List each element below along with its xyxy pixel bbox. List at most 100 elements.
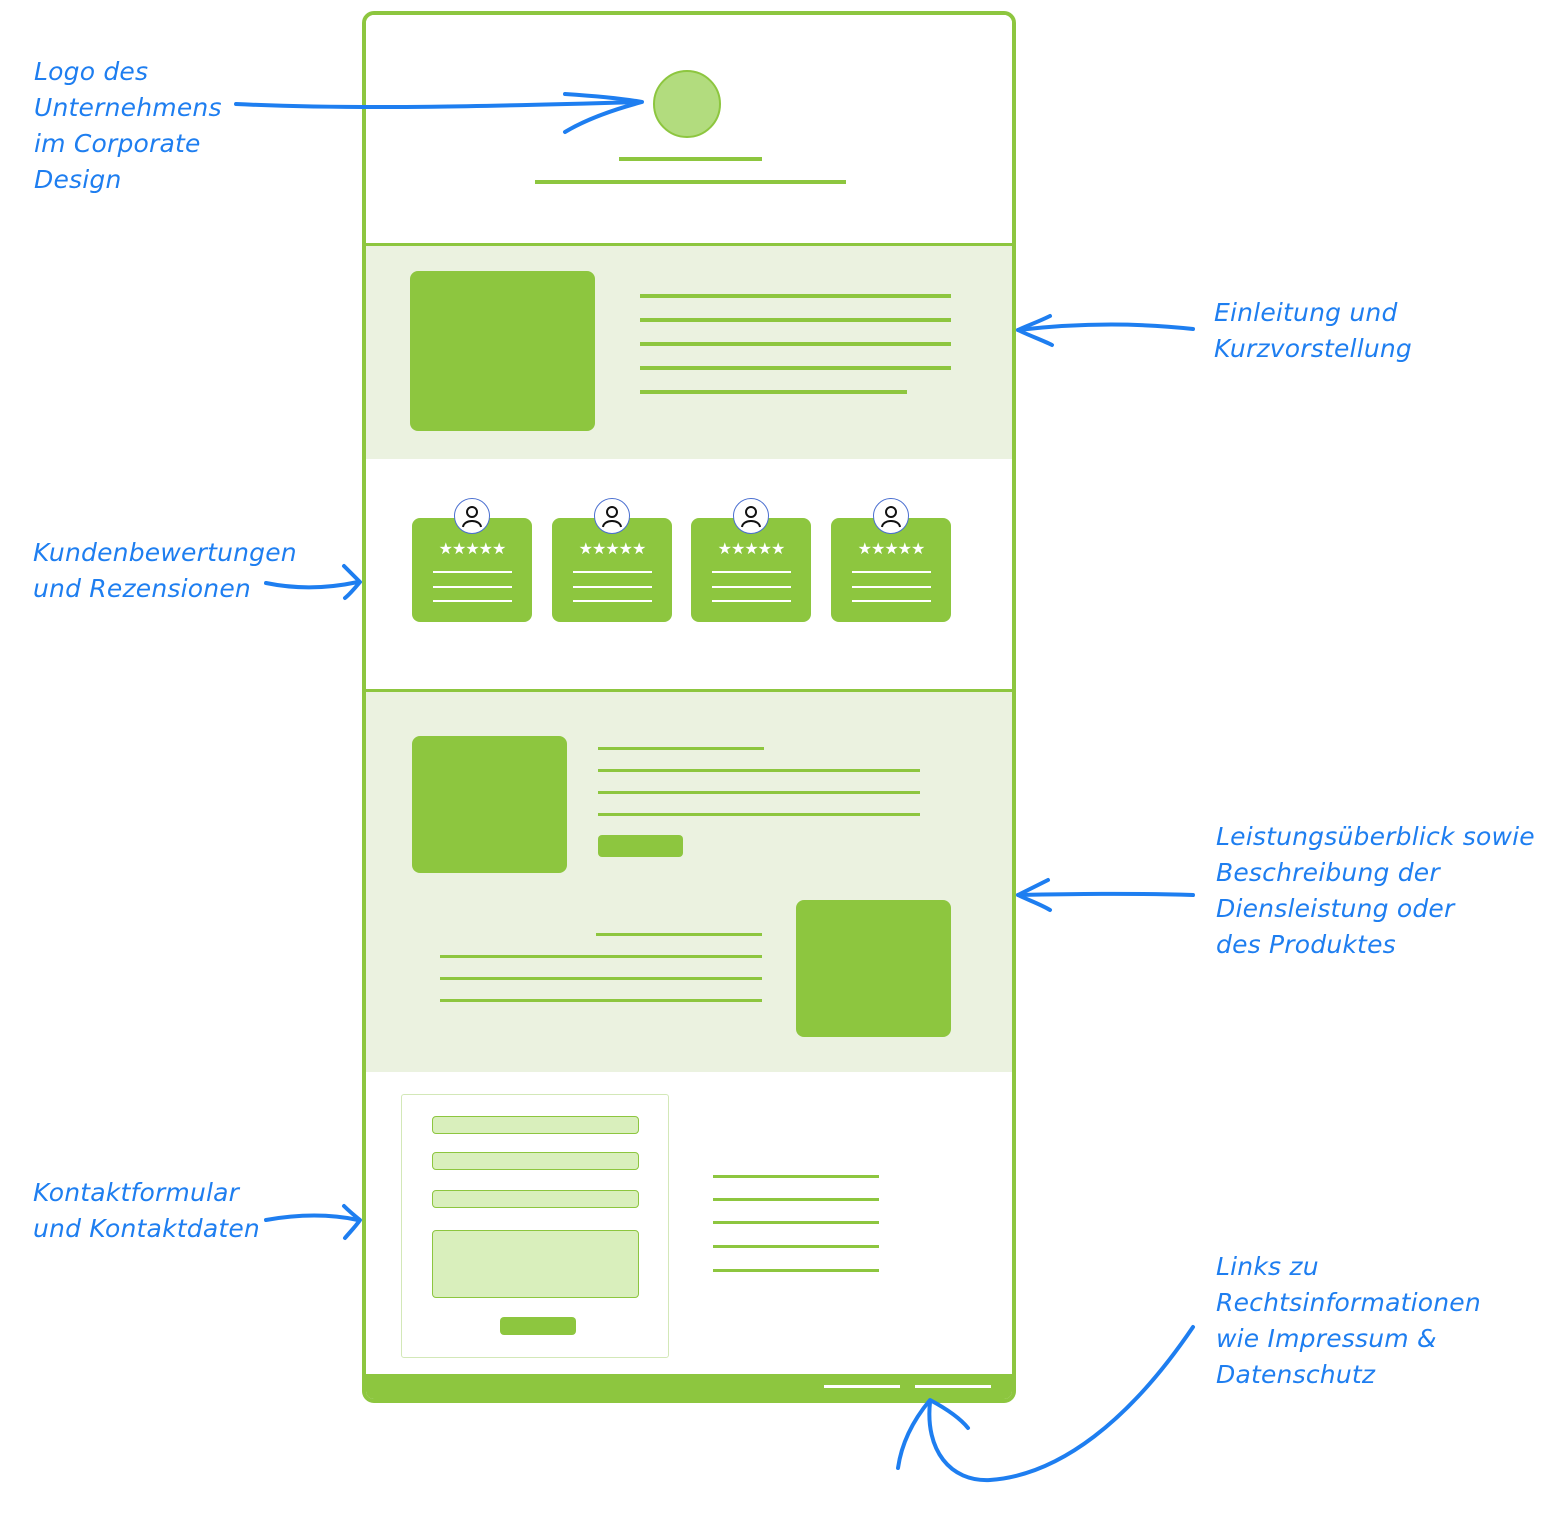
annotation-line: Kontaktformular bbox=[33, 1178, 240, 1207]
form-message-field[interactable] bbox=[432, 1230, 639, 1298]
review-card: ★★★★★ bbox=[691, 498, 811, 622]
user-avatar-icon bbox=[733, 498, 769, 534]
hand-drawn-arrow-icon bbox=[563, 92, 644, 134]
intro-text-line bbox=[640, 390, 907, 394]
hand-drawn-arrow-icon bbox=[342, 564, 362, 600]
annotation-line: Kurzvorstellung bbox=[1214, 334, 1412, 363]
user-avatar-icon bbox=[454, 498, 490, 534]
star-rating: ★★★★★ bbox=[578, 539, 647, 558]
service-heading-line bbox=[598, 747, 764, 750]
annotation-line: Beschreibung der bbox=[1216, 858, 1440, 887]
footer-link-impressum[interactable] bbox=[824, 1385, 900, 1388]
contact-section bbox=[366, 1072, 1012, 1374]
user-avatar-icon bbox=[873, 498, 909, 534]
annotation-line: wie Impressum & bbox=[1216, 1324, 1437, 1353]
contact-data-line bbox=[713, 1245, 879, 1248]
service-button[interactable] bbox=[598, 835, 683, 857]
service-text-line bbox=[440, 955, 762, 958]
annotation-intro: Einleitung und Kurzvorstellung bbox=[1214, 295, 1412, 367]
review-text-line bbox=[852, 600, 931, 602]
star-rating: ★★★★★ bbox=[857, 539, 926, 558]
hand-drawn-arrow-icon bbox=[234, 100, 642, 110]
annotation-line: Datenschutz bbox=[1216, 1360, 1376, 1389]
footer-link-datenschutz[interactable] bbox=[915, 1385, 991, 1388]
annotation-services: Leistungsüberblick sowie Beschreibung de… bbox=[1216, 819, 1535, 963]
intro-text-line bbox=[640, 318, 951, 322]
hand-drawn-arrow-icon bbox=[1016, 322, 1195, 332]
contact-form bbox=[401, 1094, 669, 1358]
hand-drawn-arrow-icon bbox=[1016, 878, 1052, 912]
user-avatar-icon bbox=[594, 498, 630, 534]
annotation-reviews: Kundenbewertungen und Rezensionen bbox=[33, 535, 297, 607]
annotation-legal: Links zu Rechtsinformationen wie Impress… bbox=[1216, 1249, 1481, 1393]
form-input-field[interactable] bbox=[432, 1152, 639, 1170]
service-text-line bbox=[598, 813, 920, 816]
service-text-line bbox=[440, 977, 762, 980]
review-text-line bbox=[712, 600, 791, 602]
form-input-field[interactable] bbox=[432, 1116, 639, 1134]
annotation-contact: Kontaktformular und Kontaktdaten bbox=[33, 1175, 260, 1247]
review-text-line bbox=[573, 571, 652, 573]
review-card: ★★★★★ bbox=[831, 498, 951, 622]
annotation-line: Design bbox=[34, 165, 122, 194]
service-heading-line bbox=[596, 933, 762, 936]
intro-section bbox=[366, 243, 1012, 462]
review-card: ★★★★★ bbox=[412, 498, 532, 622]
contact-data-line bbox=[713, 1269, 879, 1272]
contact-data-line bbox=[713, 1221, 879, 1224]
star-rating: ★★★★★ bbox=[438, 539, 507, 558]
annotation-line: Einleitung und bbox=[1214, 298, 1398, 327]
intro-image-placeholder bbox=[410, 271, 595, 431]
review-text-line bbox=[712, 586, 791, 588]
review-text-line bbox=[433, 600, 512, 602]
hand-drawn-arrow-icon bbox=[1016, 891, 1195, 897]
annotation-line: Leistungsüberblick sowie bbox=[1216, 822, 1535, 851]
service-image-placeholder bbox=[412, 736, 567, 873]
review-text-line bbox=[712, 571, 791, 573]
hand-drawn-arrow-icon bbox=[1016, 314, 1054, 347]
annotation-logo: Logo des Unternehmens im Corporate Desig… bbox=[34, 54, 222, 198]
review-text-line bbox=[433, 586, 512, 588]
service-text-line bbox=[440, 999, 762, 1002]
logo-circle-icon bbox=[653, 70, 721, 138]
form-input-field[interactable] bbox=[432, 1190, 639, 1208]
review-text-line bbox=[573, 586, 652, 588]
annotation-line: Rechtsinformationen bbox=[1216, 1288, 1481, 1317]
services-section bbox=[366, 689, 1012, 1075]
review-text-line bbox=[852, 586, 931, 588]
annotation-line: Unternehmens bbox=[34, 93, 222, 122]
service-image-placeholder bbox=[796, 900, 951, 1037]
wireframe-page: ★★★★★ ★★★★★ ★★★★★ ★★ bbox=[362, 11, 1016, 1403]
reviews-section: ★★★★★ ★★★★★ ★★★★★ ★★ bbox=[366, 459, 1012, 689]
hand-drawn-arrow-icon bbox=[896, 1398, 970, 1470]
annotation-line: Kundenbewertungen bbox=[33, 538, 297, 567]
form-submit-button[interactable] bbox=[500, 1317, 576, 1335]
annotation-line: im Corporate bbox=[34, 129, 201, 158]
hand-drawn-arrow-icon bbox=[342, 1204, 362, 1240]
review-text-line bbox=[433, 571, 512, 573]
intro-text-line bbox=[640, 342, 951, 346]
hand-drawn-arrow-icon bbox=[927, 1325, 1195, 1483]
annotation-line: und Rezensionen bbox=[33, 574, 251, 603]
service-text-line bbox=[598, 769, 920, 772]
intro-text-line bbox=[640, 294, 951, 298]
hand-drawn-arrow-icon bbox=[264, 1213, 360, 1222]
header-section bbox=[366, 15, 1012, 243]
footer-section bbox=[366, 1374, 1012, 1399]
intro-text-line bbox=[640, 366, 951, 370]
annotation-line: Links zu bbox=[1216, 1252, 1319, 1281]
review-text-line bbox=[573, 600, 652, 602]
annotation-line: und Kontaktdaten bbox=[33, 1214, 260, 1243]
star-rating: ★★★★★ bbox=[717, 539, 786, 558]
annotation-line: Diensleistung oder bbox=[1216, 894, 1455, 923]
annotation-line: Logo des bbox=[34, 57, 149, 86]
header-title-line bbox=[619, 157, 762, 161]
service-text-line bbox=[598, 791, 920, 794]
review-card: ★★★★★ bbox=[552, 498, 672, 622]
contact-data-line bbox=[713, 1175, 879, 1178]
hand-drawn-arrow-icon bbox=[264, 580, 360, 590]
annotation-line: des Produktes bbox=[1216, 930, 1396, 959]
contact-data-line bbox=[713, 1198, 879, 1201]
review-text-line bbox=[852, 571, 931, 573]
